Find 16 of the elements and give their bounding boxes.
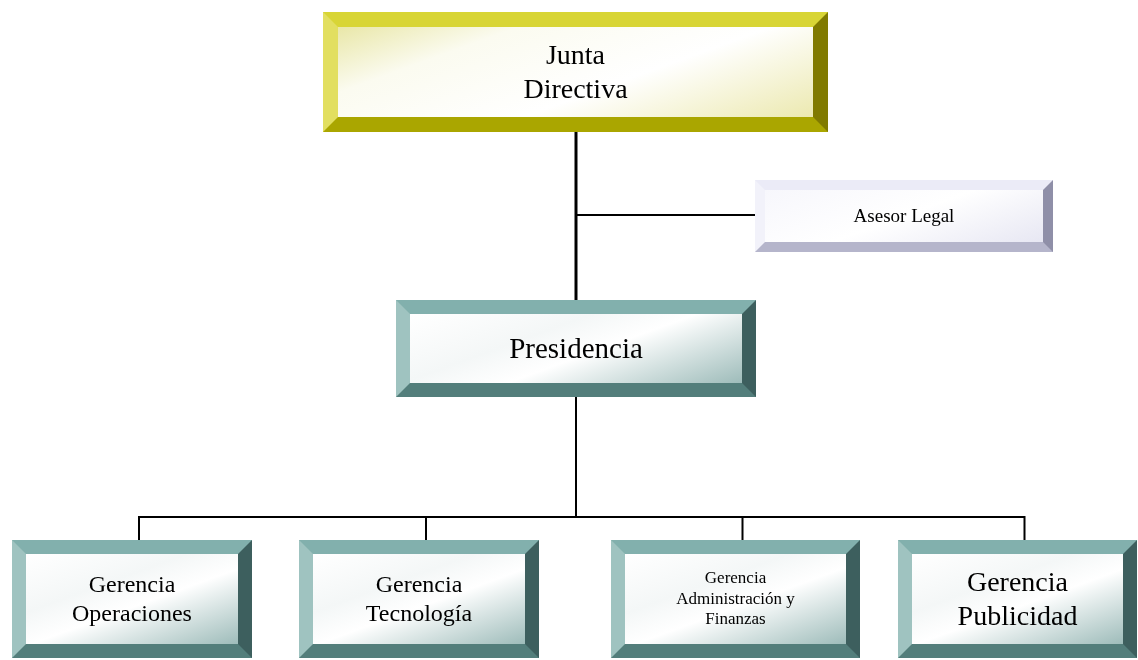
connector-line (575, 131, 756, 216)
bevel-box (299, 540, 539, 658)
connector-line (574, 132, 578, 300)
box-label: Gerencia Administración y Finanzas (675, 568, 796, 630)
box-label: Presidencia (509, 331, 643, 366)
box-label: Gerencia Tecnología (364, 570, 474, 628)
box-label: Junta Directiva (522, 38, 629, 106)
bevel-box (898, 540, 1137, 658)
bevel-box (755, 180, 1053, 252)
box-label: Gerencia Operaciones (71, 570, 193, 628)
bevel-box (323, 12, 828, 132)
bevel-box (12, 540, 252, 658)
box-label: Gerencia Publicidad (956, 565, 1079, 633)
box-label: Asesor Legal (853, 204, 955, 228)
bevel-box (396, 300, 756, 397)
bevel-box (611, 540, 860, 658)
